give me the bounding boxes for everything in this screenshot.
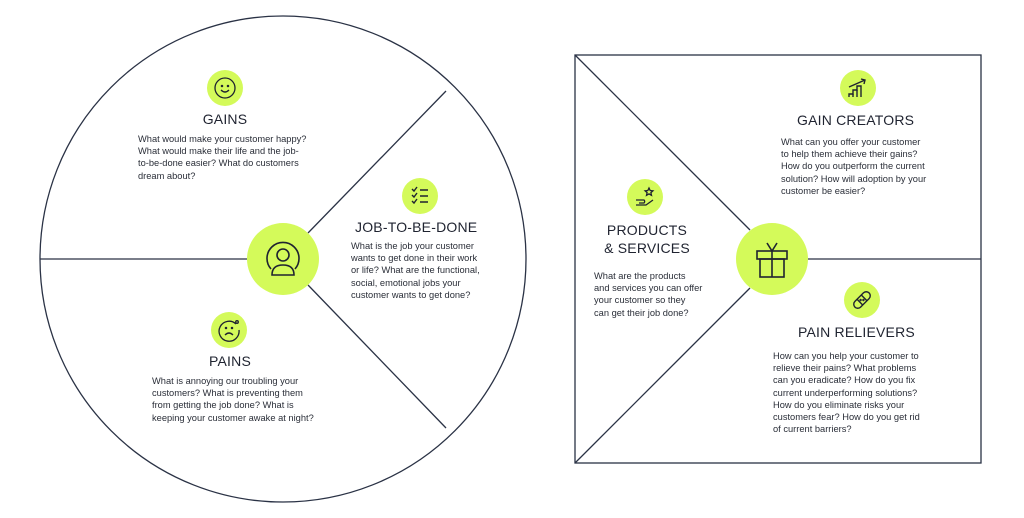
growth-chart-icon (840, 70, 876, 106)
products-services-title-line1: PRODUCTS (606, 222, 688, 238)
description-line: solution? How will adoption by your (781, 173, 927, 184)
description-line: How can you help your customer to (773, 351, 919, 361)
gains-title: GAINS (202, 111, 248, 127)
pains-description: What is annoying our troubling your custo… (152, 375, 314, 424)
description-line: or life? What are the functional, (351, 265, 480, 276)
description-line: What is the job your customer (351, 241, 474, 251)
description-line: customer wants to get done? (351, 289, 471, 300)
gains-description: What would make your customer happy? What… (138, 133, 306, 182)
description-line: How do you outperform the current (781, 161, 925, 172)
description-line: from getting the job done? What is (152, 400, 294, 411)
gift-icon (736, 223, 808, 295)
sad-face-icon (211, 312, 247, 348)
smile-icon (207, 70, 243, 106)
description-line: current underperforming solutions? (773, 387, 918, 398)
hand-star-icon (627, 179, 663, 215)
description-line: can get their job done? (594, 307, 689, 318)
description-line: can you eradicate? How do you fix (773, 375, 916, 386)
bandage-icon (844, 282, 880, 318)
description-line: How do you eliminate risks your (773, 399, 905, 410)
description-line: relieve their pains? What problems (773, 363, 917, 374)
description-line: social, emotional jobs your (351, 277, 461, 288)
description-line: to-be-done easier? What do customers (138, 158, 299, 169)
description-line: your customer so they (594, 295, 686, 306)
user-icon (247, 223, 319, 295)
description-line: of current barriers? (773, 424, 852, 435)
products-services-description: What are the products and services you ca… (594, 270, 702, 319)
job-to-be-done-description: What is the job your customer wants to ge… (351, 240, 480, 301)
description-line: customers? What is preventing them (152, 388, 303, 399)
divider-gains-job (307, 90, 447, 234)
description-line: customer be easier? (781, 185, 866, 196)
description-line: wants to get done in their work (351, 253, 478, 264)
job-to-be-done-title: JOB-TO-BE-DONE (355, 219, 478, 235)
products-services-title-line2: & SERVICES (604, 240, 690, 256)
divider-products-gaincreators (574, 54, 751, 231)
description-line: What can you offer your customer (781, 137, 921, 147)
description-line: keeping your customer awake at night? (152, 412, 314, 423)
description-line: What would make your customer happy? (138, 134, 307, 144)
description-line: to help them achieve their gains? (781, 149, 918, 160)
description-line: What are the products (594, 271, 686, 281)
divider-products-painrelievers (574, 287, 751, 464)
description-line: dream about? (138, 170, 196, 181)
description-line: What would make their life and the job- (138, 146, 299, 157)
gain-creators-title: GAIN CREATORS (797, 112, 915, 128)
description-line: What is annoying our troubling your (152, 376, 299, 386)
checklist-icon (402, 178, 438, 214)
pain-relievers-description: How can you help your customer to relieve… (773, 350, 920, 435)
pain-relievers-title: PAIN RELIEVERS (798, 324, 915, 340)
pains-title: PAINS (209, 353, 251, 369)
divider-job-pains (307, 284, 447, 429)
gain-creators-description: What can you offer your customer to help … (781, 136, 926, 197)
description-line: and services you can offer (594, 283, 703, 294)
description-line: customers fear? How do you get rid (773, 412, 920, 423)
